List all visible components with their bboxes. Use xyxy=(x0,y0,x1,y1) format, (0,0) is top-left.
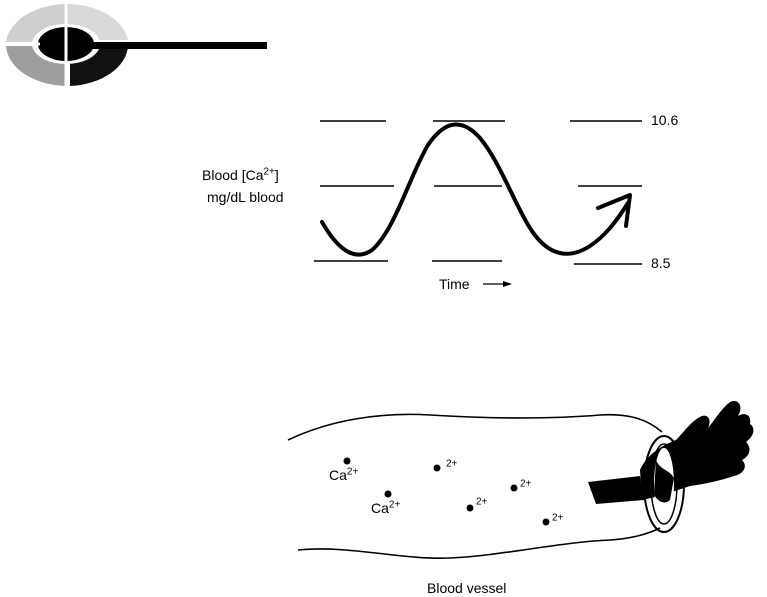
lower-value-label: 8.5 xyxy=(651,254,670,272)
ion-dot xyxy=(344,458,351,465)
vessel-bottom-wall xyxy=(298,528,660,558)
ion-dot xyxy=(467,505,474,512)
ion-label: Ca2+ xyxy=(329,466,358,484)
ion-label: Ca2+ xyxy=(371,499,400,517)
ion-label: 2+ xyxy=(520,478,531,496)
ion-dot xyxy=(543,519,550,526)
calcium-curve xyxy=(322,124,628,254)
logo-icon xyxy=(6,4,267,86)
ion-label: 2+ xyxy=(446,458,457,476)
vessel-caption: Blood vessel xyxy=(427,579,506,597)
ion-dot xyxy=(434,465,441,472)
y-axis-label-line1: Blood [Ca2+] xyxy=(202,166,279,184)
hand-grasping-ring-icon xyxy=(588,401,753,532)
ion-dot xyxy=(385,491,392,498)
ion-dot xyxy=(511,485,518,492)
time-axis-label: Time xyxy=(439,275,470,293)
right-arrow-icon xyxy=(483,281,512,287)
vessel-top-wall xyxy=(288,414,662,440)
ion-label: 2+ xyxy=(476,496,487,514)
y-axis-label-line2: mg/dL blood xyxy=(207,188,284,206)
ion-label: 2+ xyxy=(552,512,563,530)
upper-value-label: 10.6 xyxy=(651,111,678,129)
